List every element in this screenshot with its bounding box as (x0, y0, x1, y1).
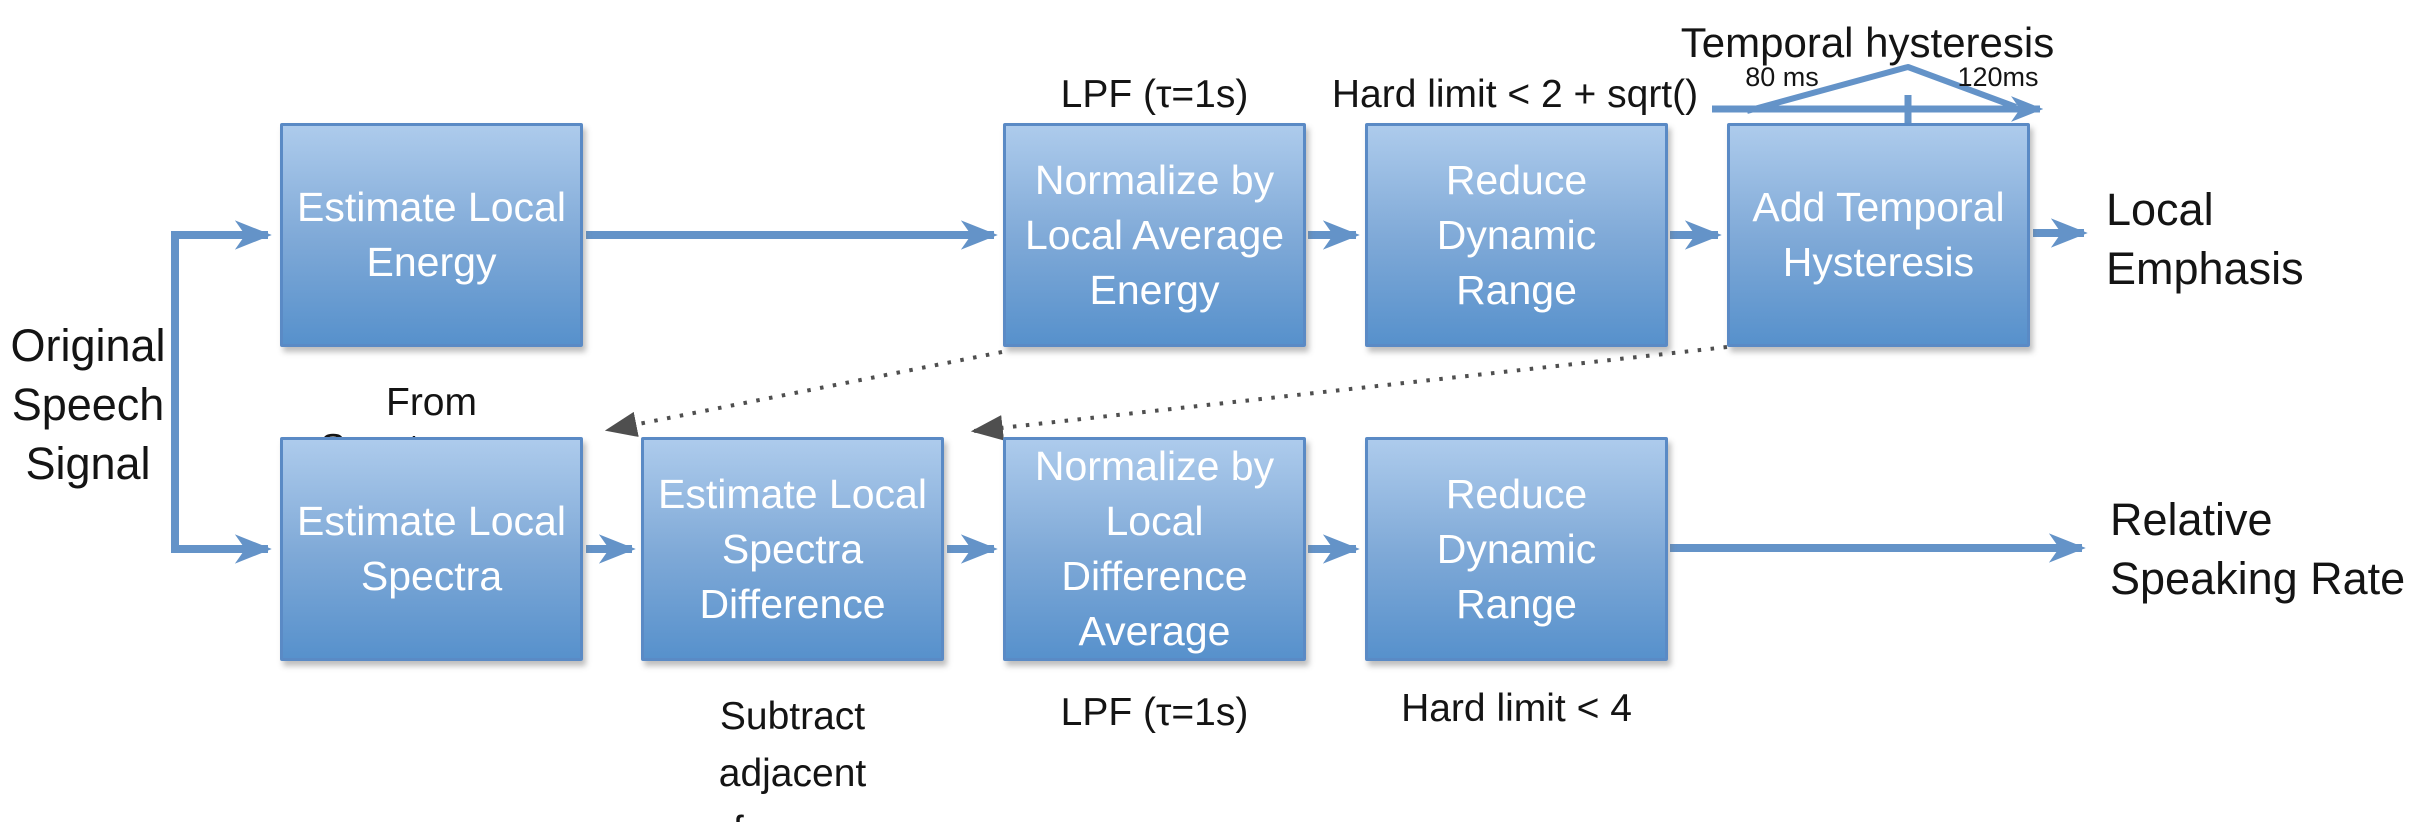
box-estimate-local-spectra-difference: Estimate Local Spectra Difference (641, 437, 944, 661)
lpf-annotation-bottom: LPF (τ=1s) (1060, 691, 1249, 734)
dotted-feedback-arrows (604, 345, 1728, 441)
lpf-annotation-top: LPF (τ=1s) (1060, 73, 1249, 116)
hard-limit-annotation-top: Hard limit < 2 + sqrt() (1331, 73, 1699, 116)
input-signal-label: Original Speech Signal (10, 320, 166, 489)
dotted-arrow-hysteresis-to-difference (970, 345, 1728, 441)
output-local-emphasis-label: Local Emphasis (2106, 184, 2304, 294)
temporal-hysteresis-figure (1712, 64, 2044, 124)
dotted-arrow-normalize-to-spectra (604, 350, 1003, 437)
output-relative-speaking-rate-label: Relative Speaking Rate (2110, 494, 2406, 604)
subtract-adjacent-frames-label: Subtract adjacent frames (718, 695, 867, 822)
box-estimate-local-spectra: Estimate Local Spectra (280, 437, 583, 661)
top-row-arrows (586, 218, 2088, 250)
hysteresis-120ms-label: 120ms (1957, 62, 2039, 92)
box-reduce-dynamic-range-bottom: Reduce Dynamic Range (1365, 437, 1668, 661)
box-normalize-local-average-energy: Normalize by Local Average Energy (1003, 123, 1306, 347)
hysteresis-80ms-label: 80 ms (1745, 62, 1819, 92)
box-estimate-local-energy: Estimate Local Energy (280, 123, 583, 347)
box-add-temporal-hysteresis: Add Temporal Hysteresis (1727, 123, 2030, 347)
box-reduce-dynamic-range-top: Reduce Dynamic Range (1365, 123, 1668, 347)
box-normalize-local-difference-average: Normalize by Local Difference Average (1003, 437, 1306, 661)
input-branch-connector (171, 220, 272, 564)
bottom-row-arrows (586, 533, 2086, 564)
hysteresis-triangle-curve (1746, 64, 2018, 114)
hard-limit-annotation-bottom: Hard limit < 4 (1401, 687, 1632, 730)
temporal-hysteresis-label: Temporal hysteresis (1680, 19, 2055, 66)
